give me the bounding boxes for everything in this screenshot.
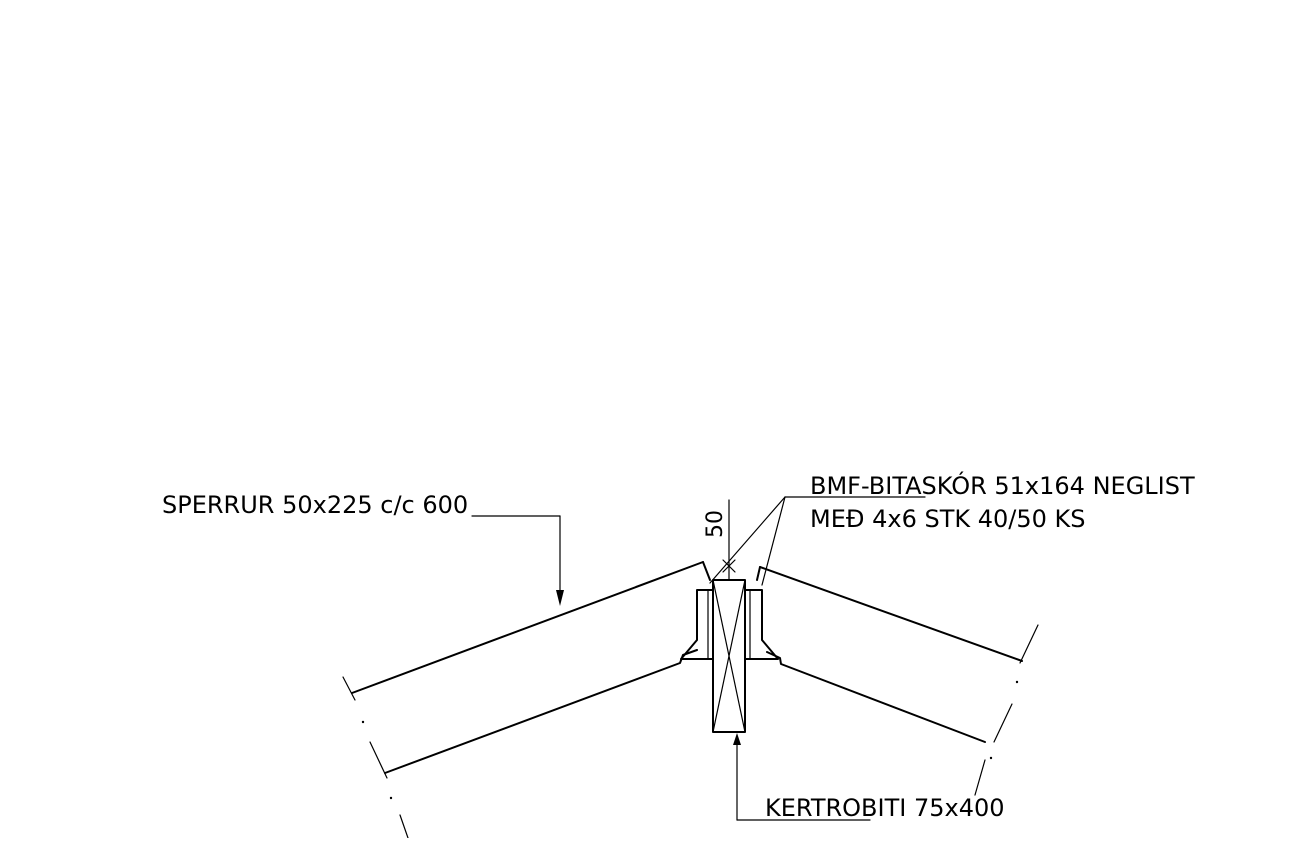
left-hanger — [680, 589, 714, 660]
ridge-beam-leader-arrow — [733, 733, 741, 745]
rafter-leader-arrow — [556, 590, 564, 606]
left-rafter-end-cut — [702, 561, 711, 581]
hanger-label-line2: MEÐ 4x6 STK 40/50 KS — [810, 505, 1086, 533]
hanger-callout: BMF-BITASKÓR 51x164 NEGLIST MEÐ 4x6 STK … — [709, 470, 1195, 586]
left-rafter — [342, 561, 711, 839]
right-rafter-end-cut — [756, 566, 761, 581]
centerline-dot — [361, 720, 365, 724]
hanger-leader-left — [709, 496, 786, 584]
right-rafter-break-bottom — [993, 703, 1013, 743]
ridge-beam-label: KERTROBITI 75x400 — [765, 794, 1005, 822]
left-rafter-break-top — [342, 676, 356, 701]
right-hanger-outline — [744, 589, 779, 660]
right-rafter-top-edge — [759, 566, 1023, 662]
right-rafter — [756, 566, 1039, 760]
left-hanger-outline — [680, 589, 714, 660]
right-hanger — [744, 589, 779, 660]
centerline-dot — [1015, 680, 1019, 684]
left-rafter-break-bottom — [369, 741, 388, 779]
rafter-callout: SPERRUR 50x225 c/c 600 — [162, 491, 564, 606]
dimension-50: 50 — [703, 499, 736, 581]
right-rafter-bottom-edge — [766, 651, 986, 743]
right-rafter-break-top — [1019, 624, 1039, 664]
centerline-dot — [389, 796, 393, 800]
ridge-beam — [712, 579, 746, 733]
dimension-text: 50 — [703, 510, 728, 538]
dimension-tick — [722, 559, 736, 573]
left-rafter-top-edge — [351, 561, 704, 694]
centerline-dot — [989, 756, 993, 760]
hanger-leader-right — [761, 496, 786, 586]
left-rafter-break-lower — [399, 814, 409, 839]
hanger-label-line1: BMF-BITASKÓR 51x164 NEGLIST — [810, 470, 1195, 500]
ridge-beam-slash — [974, 759, 986, 796]
rafter-label: SPERRUR 50x225 c/c 600 — [162, 491, 468, 519]
ridge-beam-cross-2 — [712, 579, 746, 733]
left-rafter-bottom-edge — [384, 649, 698, 774]
ridge-beam-callout: KERTROBITI 75x400 — [733, 733, 1005, 822]
